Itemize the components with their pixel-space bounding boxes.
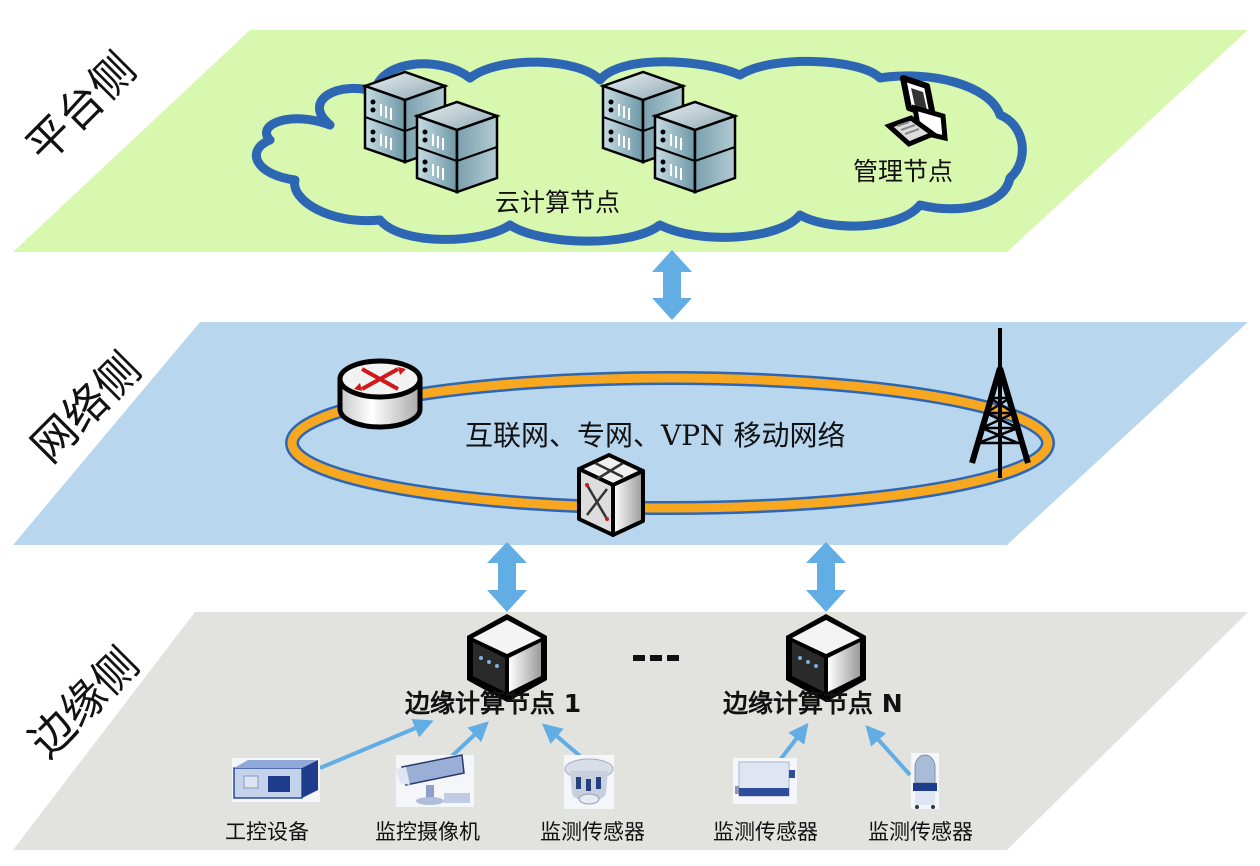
edge-server-icon xyxy=(786,614,866,702)
router-icon xyxy=(337,358,423,430)
edge-node-label: 边缘计算节点 N xyxy=(723,689,903,718)
management-node-label: 管理节点 xyxy=(853,157,953,186)
surveillance-camera-icon xyxy=(396,754,474,807)
cloud-outline xyxy=(251,56,1027,246)
device-label: 监测传感器 xyxy=(540,820,645,844)
device-label: 监测传感器 xyxy=(868,820,973,844)
edge-node-label: 边缘计算节点 1 xyxy=(405,689,581,718)
cell-tower-icon xyxy=(969,328,1031,478)
server-cluster-icon xyxy=(361,70,501,194)
industrial-controller-icon xyxy=(232,758,320,802)
device-label: 工控设备 xyxy=(225,820,309,844)
beacon-sensor-icon xyxy=(911,753,939,809)
edge-plane xyxy=(13,612,1248,850)
bidirectional-arrow-icon xyxy=(806,542,846,612)
bidirectional-arrow-icon xyxy=(652,250,692,320)
network-types-label: 互联网、专网、VPN 移动网络 xyxy=(465,419,845,452)
server-cluster-icon xyxy=(599,70,739,194)
cloud-nodes-label: 云计算节点 xyxy=(495,188,620,217)
sensor-box-icon xyxy=(733,758,797,804)
ellipsis-dashes xyxy=(633,655,679,661)
switch-icon xyxy=(577,453,645,537)
smoke-sensor-icon xyxy=(564,755,614,809)
device-links xyxy=(319,718,912,777)
edge-layer: 边缘计算节点 1 边缘计算节点 N xyxy=(13,612,1248,850)
edge-server-icon xyxy=(467,614,547,702)
device-label: 监测传感器 xyxy=(713,820,818,844)
platform-layer: 平台侧 云计算节点 管理节点 xyxy=(13,30,1248,252)
computer-icon xyxy=(884,75,948,147)
device-label: 监控摄像机 xyxy=(375,820,480,844)
network-layer: 网络侧 互联网、专网、VPN 移动网络 xyxy=(13,322,1248,545)
bidirectional-arrow-icon xyxy=(487,542,527,612)
